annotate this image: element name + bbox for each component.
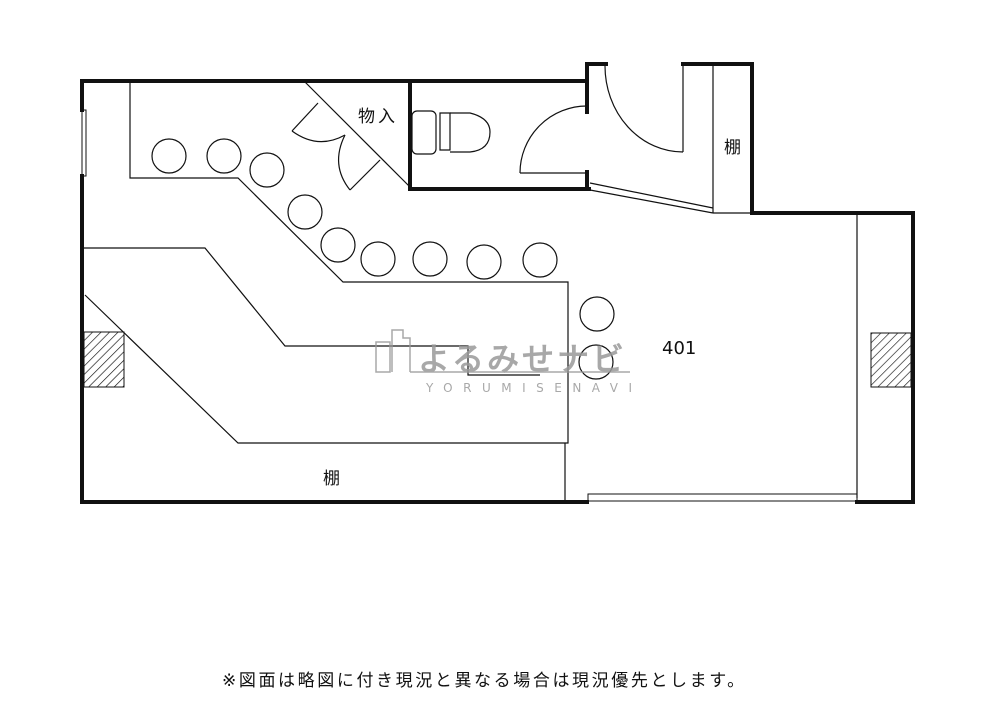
stool xyxy=(249,152,285,188)
stool xyxy=(287,194,323,230)
watermark-logo-en: YORUMISENAVI xyxy=(425,381,643,395)
room-number: 401 xyxy=(662,338,696,359)
stool xyxy=(578,344,614,380)
stool xyxy=(412,241,448,277)
column-left xyxy=(83,331,125,388)
stools xyxy=(151,138,615,380)
column-right xyxy=(870,332,912,388)
stool xyxy=(522,242,558,278)
windows xyxy=(81,109,858,502)
watermark-logo-jp: よるみせナビ xyxy=(418,340,627,378)
shelf-label-right: 棚 xyxy=(724,138,741,158)
interior-lines xyxy=(82,64,858,500)
disclaimer-note: ※図面は略図に付き現況と異なる場合は現況優先とします。 xyxy=(222,671,747,691)
exterior-walls xyxy=(80,62,915,504)
storage-label: 物入 xyxy=(358,107,398,127)
stool xyxy=(360,241,396,277)
watermark-logo: よるみせナビ YORUMISENAVI xyxy=(375,329,643,395)
shelf-label-bottom: 棚 xyxy=(323,469,340,489)
stool xyxy=(151,138,187,174)
stool xyxy=(320,227,356,263)
stool xyxy=(579,296,615,332)
stool xyxy=(466,244,502,280)
stool xyxy=(206,138,242,174)
toilet-icon xyxy=(411,110,491,155)
